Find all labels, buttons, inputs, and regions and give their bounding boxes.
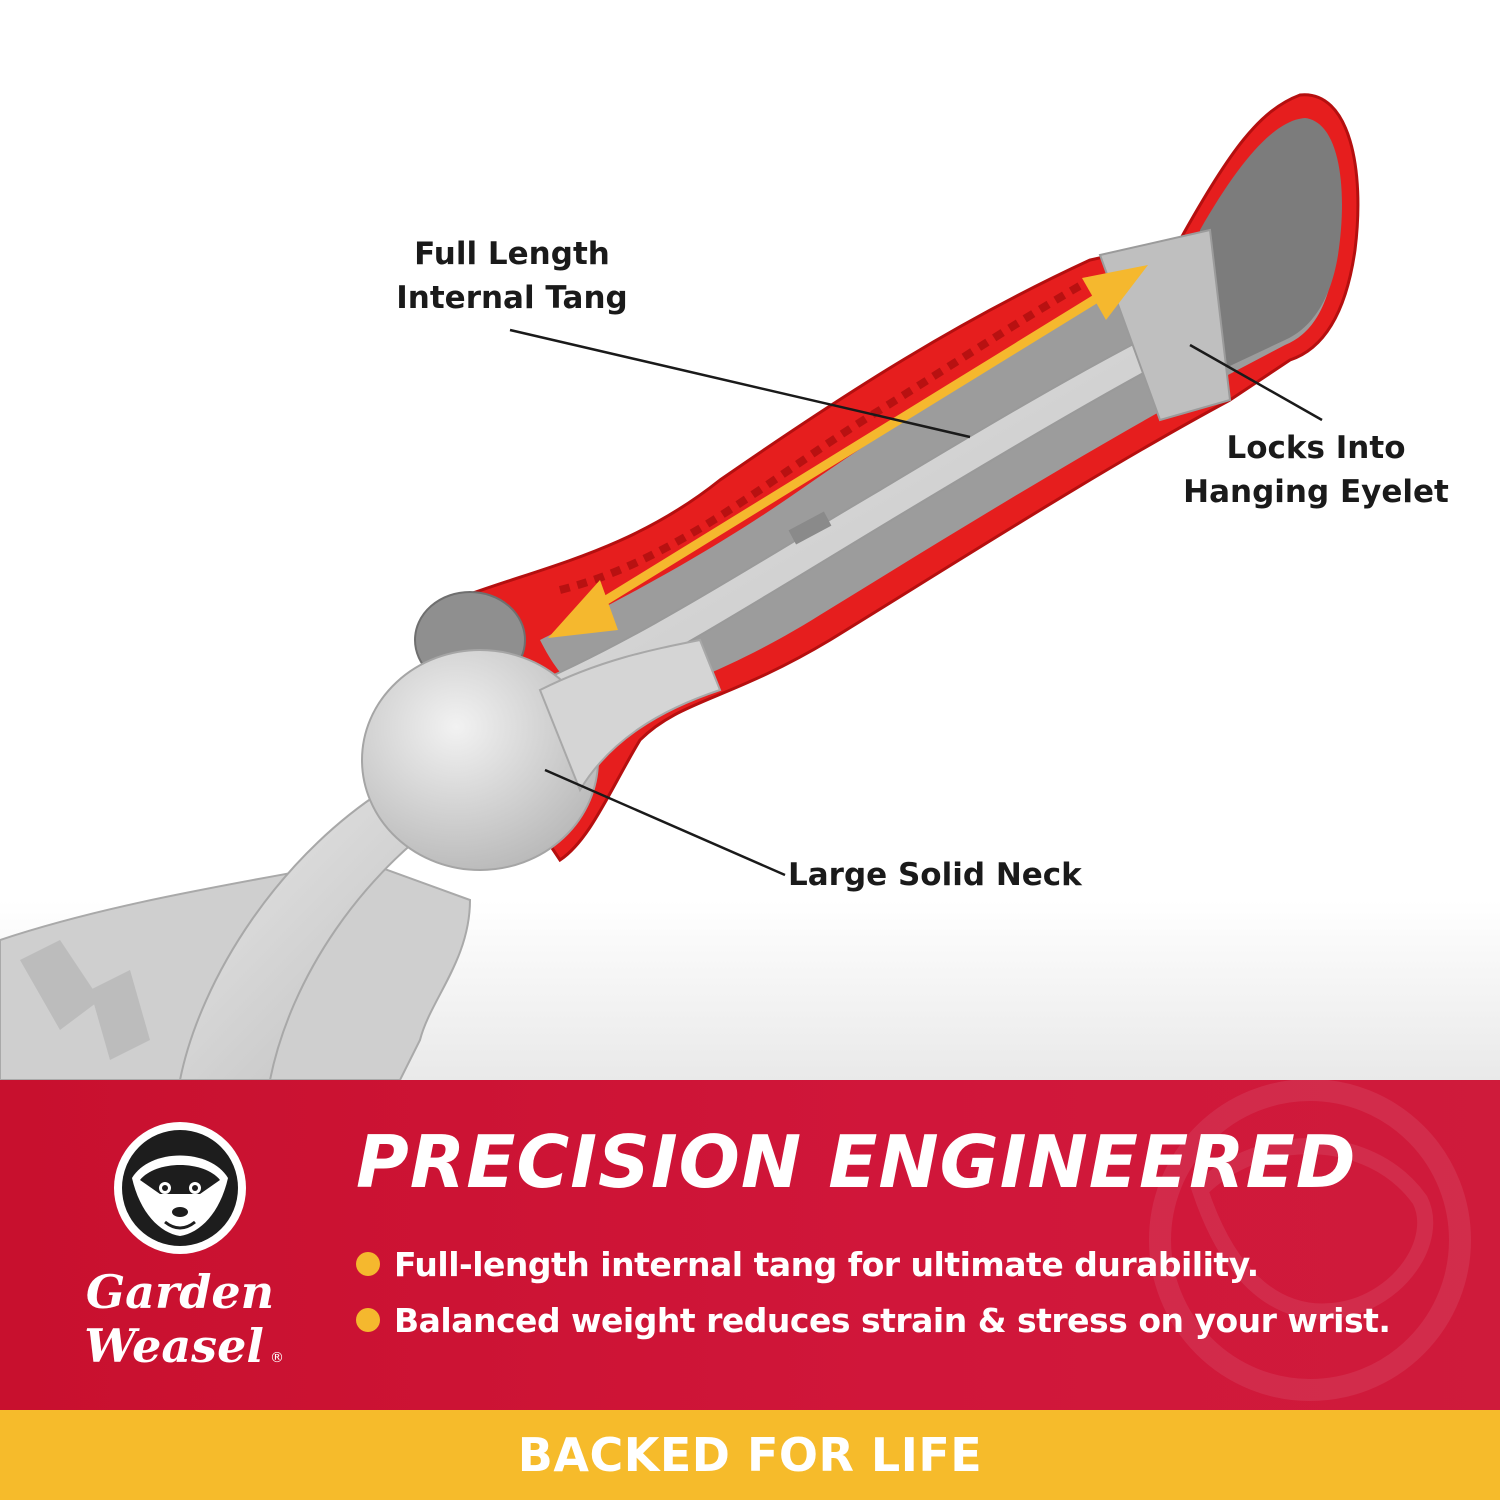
weasel-watermark-icon [1149,1080,1471,1401]
neck-callout-line1: Large Solid Neck [788,857,1082,893]
grip-cutaway-cavity [540,130,1339,708]
eyelet-callout-line1: Locks Into [1226,430,1406,466]
eyelet-callout-line2: Hanging Eyelet [1183,474,1449,510]
feature-bullet: Balanced weight reduces strain & stress … [356,1294,1391,1346]
brand-line1: Garden [86,1265,274,1319]
tang-callout-line2: Internal Tang [396,280,628,316]
bullet-dot-icon [356,1308,380,1332]
feature-banner: Garden Weasel ® PRECISION ENGINEERED Ful… [0,1080,1500,1410]
tang-length-arrow [548,265,1148,638]
brand-trademark: ® [270,1350,284,1366]
feature-bullet-text: Full-length internal tang for ultimate d… [394,1244,1259,1284]
grip-texture-ribs [559,276,1092,594]
neck-leader-line [544,768,786,877]
neck-callout: Large Solid Neck [788,853,1082,897]
tool-handle-cutaway-illustration [0,93,1360,1080]
brand-line2: Weasel [84,1319,264,1373]
eyelet-leader-line [1189,343,1323,422]
tang-callout-line1: Full Length [414,236,610,272]
headline: PRECISION ENGINEERED [356,1120,1357,1204]
handle-end-cap [1200,118,1342,380]
product-illustration-area: Full Length Internal Tang Locks Into Han… [0,0,1500,1080]
footer-text: BACKED FOR LIFE [517,1428,983,1482]
feature-bullet: Full-length internal tang for ultimate d… [356,1238,1259,1290]
neck-taper [538,638,722,793]
eyelet-callout: Locks Into Hanging Eyelet [1176,426,1456,514]
tang-leader-line [509,328,971,439]
tang-slot-detail [788,511,832,545]
bullet-dot-icon [356,1252,380,1276]
tool-head-tines [20,940,150,1060]
footer-strip: BACKED FOR LIFE [0,1410,1500,1500]
tang-callout: Full Length Internal Tang [372,232,652,320]
garden-weasel-logo: Garden Weasel ® [84,1122,284,1373]
feature-bullet-text: Balanced weight reduces strain & stress … [394,1300,1391,1340]
